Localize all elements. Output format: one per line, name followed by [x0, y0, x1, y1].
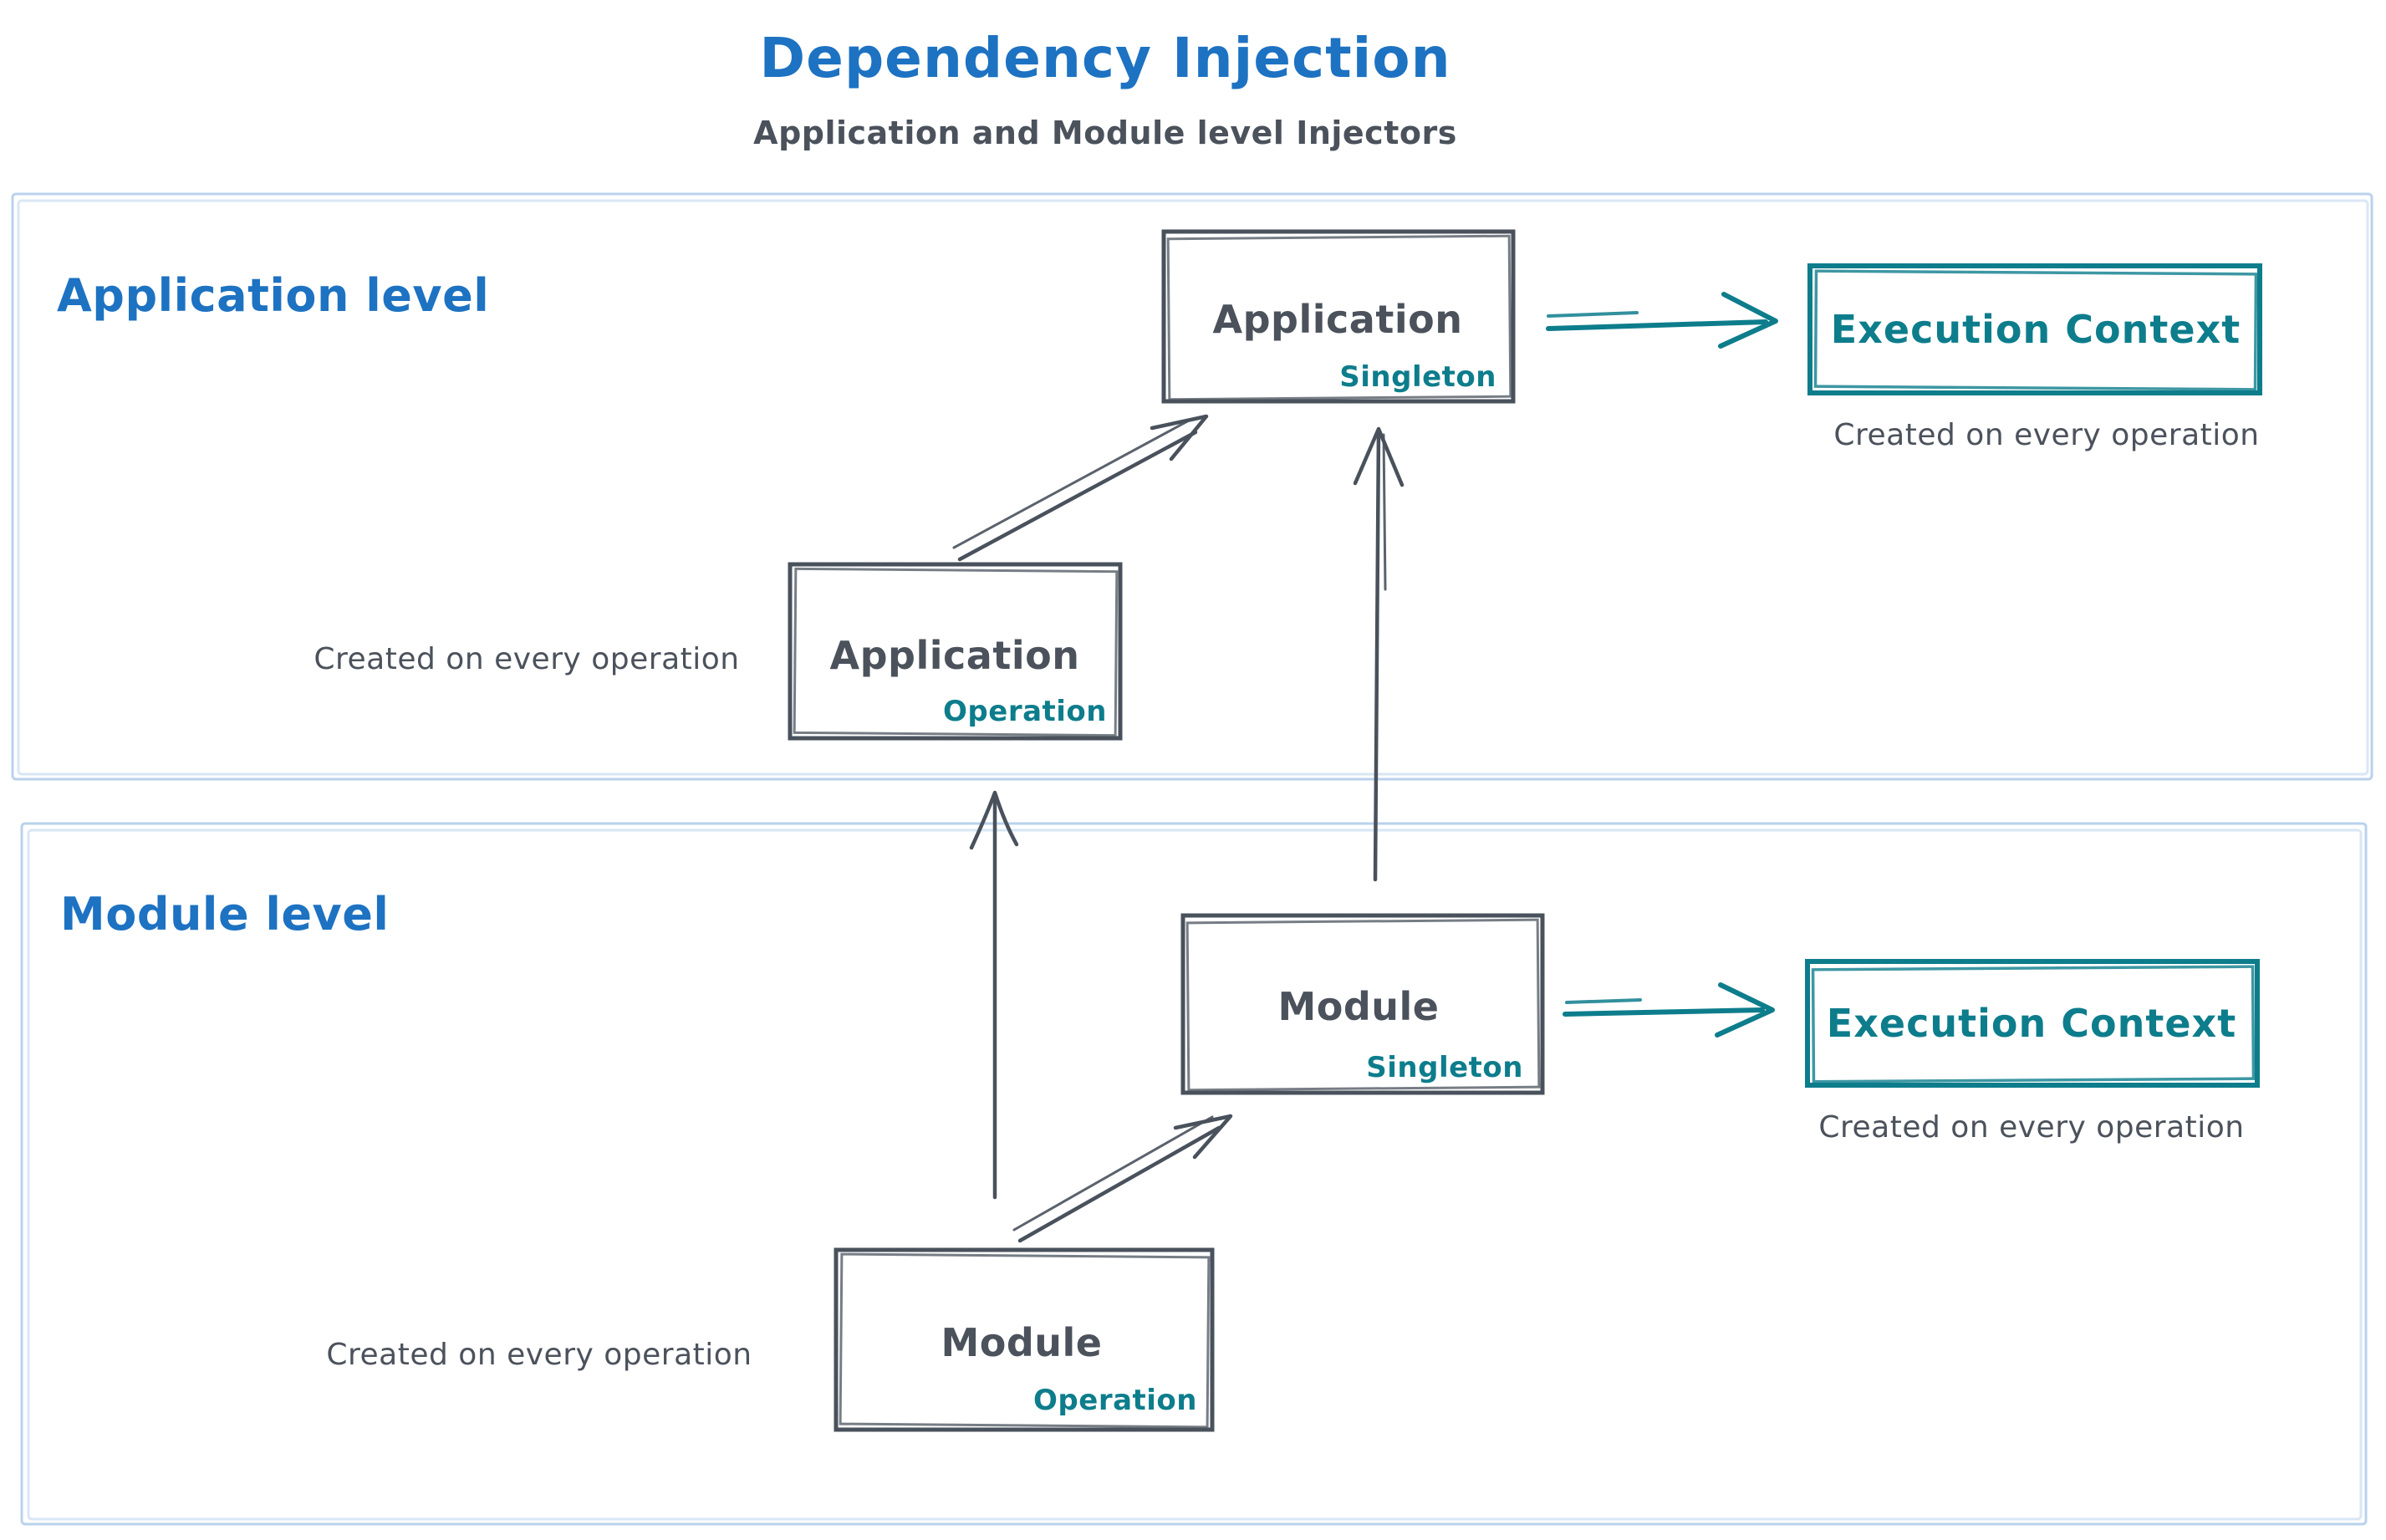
app-operation-box: Application Operation: [788, 562, 1123, 741]
arrow-app-singleton-to-execution-context-shaft: [1546, 319, 1768, 331]
module-operation-scope: Operation: [1033, 1384, 1197, 1417]
execution-context-module-box: Execution Context: [1805, 959, 2260, 1088]
execution-context-app-title: Execution Context: [1831, 307, 2241, 352]
app-singleton-box: Application Singleton: [1161, 229, 1516, 404]
arrow-module-singleton-to-app-singleton-shaft: [1373, 428, 1381, 882]
arrow-module-operation-to-module-singleton: [1012, 1114, 1233, 1243]
execution-context-app-box: Execution Context: [1807, 263, 2262, 395]
module-operation-title: Module: [941, 1320, 1102, 1365]
execution-context-app-border-ghost: [1813, 269, 2258, 391]
execution-context-module-border-ghost: [1811, 965, 2256, 1084]
app-operation-note: Created on every operation: [314, 642, 739, 676]
app-operation-border-ghost: [793, 567, 1119, 737]
arrow-module-operation-to-module-singleton-shaft-double: [1012, 1115, 1214, 1231]
application-level-container: Application level: [11, 192, 2373, 781]
arrow-app-singleton-to-execution-context-shaft-double: [1547, 311, 1639, 318]
arrow-app-operation-to-app-singleton-shaft-double: [952, 419, 1190, 549]
module-operation-border: [834, 1247, 1215, 1432]
execution-context-module-caption: Created on every operation: [1818, 1110, 2244, 1145]
module-singleton-border-ghost: [1185, 918, 1541, 1092]
application-level-container-border: [11, 192, 2373, 781]
arrow-module-singleton-to-app-singleton-shaft-double: [1382, 433, 1387, 591]
arrow-module-singleton-to-app-singleton-head: [1353, 426, 1405, 487]
arrow-module-singleton-to-execution-context: [1563, 982, 1775, 1038]
diagram-title: Dependency Injection: [759, 26, 1450, 90]
module-singleton-box: Module Singleton: [1180, 913, 1545, 1095]
app-singleton-border-ghost: [1166, 234, 1512, 401]
arrow-app-operation-to-app-singleton-head: [1150, 414, 1209, 461]
arrow-app-singleton-to-execution-context: [1546, 292, 1778, 349]
app-singleton-border: [1161, 229, 1516, 404]
module-operation-border-ghost: [839, 1252, 1211, 1429]
app-operation-title: Application: [830, 633, 1080, 678]
execution-context-module-border: [1805, 959, 2260, 1088]
arrow-app-operation-to-app-singleton-shaft: [957, 430, 1198, 562]
app-operation-border: [788, 562, 1123, 741]
arrow-app-singleton-to-execution-context-head: [1718, 292, 1778, 349]
execution-context-module-title: Execution Context: [1827, 1001, 2236, 1046]
module-level-container-border-ghost: [27, 829, 2363, 1521]
arrow-module-operation-to-module-singleton-head: [1173, 1114, 1233, 1160]
app-operation-scope: Operation: [943, 695, 1107, 728]
module-singleton-title: Module: [1277, 984, 1439, 1029]
module-operation-box: Module Operation: [834, 1247, 1215, 1432]
execution-context-app-caption: Created on every operation: [1833, 418, 2259, 452]
module-level-container: Module level: [20, 822, 2368, 1526]
application-level-label: Application level: [57, 269, 489, 322]
arrow-module-operation-to-app-operation: [969, 790, 1019, 1200]
app-singleton-title: Application: [1213, 297, 1463, 342]
module-level-container-border: [20, 822, 2368, 1526]
arrow-module-operation-to-module-singleton-shaft: [1017, 1125, 1221, 1243]
execution-context-app-border: [1807, 263, 2262, 395]
module-singleton-scope: Singleton: [1366, 1051, 1523, 1084]
module-singleton-border: [1180, 913, 1545, 1095]
application-level-container-border-ghost: [17, 199, 2369, 776]
arrow-module-singleton-to-execution-context-head: [1715, 982, 1775, 1038]
arrow-module-singleton-to-app-singleton: [1353, 426, 1405, 882]
arrow-module-singleton-to-execution-context-shaft-double: [1565, 998, 1642, 1004]
module-level-label: Module level: [60, 888, 389, 941]
arrow-module-singleton-to-execution-context-shaft: [1563, 1007, 1765, 1017]
arrow-app-operation-to-app-singleton: [952, 414, 1209, 562]
module-operation-note: Created on every operation: [326, 1338, 752, 1372]
diagram-subtitle: Application and Module level Injectors: [753, 115, 1457, 151]
arrow-module-operation-to-app-operation-head: [969, 790, 1019, 850]
app-singleton-scope: Singleton: [1339, 360, 1496, 394]
